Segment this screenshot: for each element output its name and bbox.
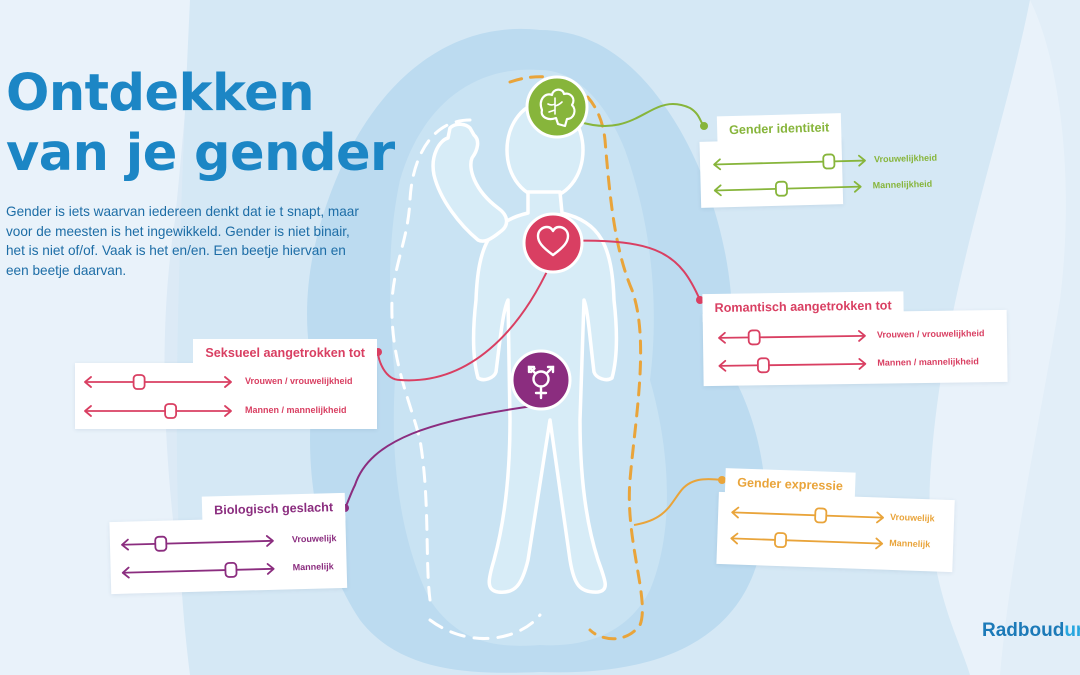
slider-track bbox=[121, 539, 273, 546]
slider-track bbox=[122, 567, 274, 574]
slider-knob[interactable] bbox=[756, 357, 770, 374]
card-title: Romantisch aangetrokken tot bbox=[702, 291, 904, 323]
slider-track bbox=[714, 159, 866, 166]
arrow-right-icon bbox=[858, 154, 866, 167]
slider[interactable] bbox=[717, 328, 867, 346]
slider-knob[interactable] bbox=[164, 403, 177, 419]
slider-label: Vrouwelijk bbox=[291, 533, 337, 545]
connector-seksueel bbox=[377, 264, 551, 382]
connector-dot-romantisch bbox=[696, 296, 704, 304]
slider-knob[interactable] bbox=[774, 180, 788, 197]
arrow-left-icon bbox=[718, 331, 726, 344]
page-title: Ontdekken van je gender bbox=[6, 64, 395, 184]
card-title: Gender identiteit bbox=[716, 113, 842, 145]
slider-track bbox=[718, 334, 865, 339]
slider-track bbox=[732, 511, 884, 519]
slider-knob[interactable] bbox=[774, 532, 788, 549]
page-title-line-1: Ontdekken bbox=[6, 64, 314, 123]
arrow-right-icon bbox=[858, 330, 866, 342]
slider[interactable] bbox=[120, 533, 275, 553]
background-blob-right bbox=[1000, 0, 1080, 675]
arrow-left-icon bbox=[731, 506, 740, 519]
card-title: Seksueel aangetrokken tot bbox=[193, 339, 377, 367]
slider-knob[interactable] bbox=[822, 153, 836, 170]
slider-knob[interactable] bbox=[224, 561, 238, 578]
connector-expressie bbox=[633, 478, 723, 526]
connector-gender-identiteit bbox=[579, 103, 705, 127]
slider-label: Vrouwelijk bbox=[889, 511, 935, 524]
arrow-right-icon bbox=[266, 563, 275, 575]
slider[interactable] bbox=[730, 504, 885, 525]
intro-text: Gender is iets waarvan iedereen denkt da… bbox=[6, 204, 359, 278]
slider-label: Mannelijk bbox=[292, 561, 334, 573]
slider[interactable] bbox=[83, 374, 233, 390]
logo-suffix: um bbox=[1064, 620, 1080, 641]
slider-label: Mannelijkheid bbox=[872, 178, 933, 191]
slider-label: Mannen / mannelijkheid bbox=[877, 356, 979, 368]
arrow-left-icon bbox=[84, 405, 92, 417]
slider[interactable] bbox=[712, 152, 867, 172]
connector-biologisch bbox=[344, 404, 541, 509]
arrow-right-icon bbox=[853, 180, 862, 193]
slider[interactable] bbox=[83, 403, 233, 419]
arrow-left-icon bbox=[718, 359, 727, 372]
slider-knob[interactable] bbox=[132, 374, 146, 390]
transgender-symbol-icon bbox=[510, 349, 572, 411]
slider-label: Mannen / mannelijkheid bbox=[245, 405, 347, 415]
slider-label: Vrouwelijkheid bbox=[873, 152, 938, 165]
brain-icon bbox=[525, 75, 589, 139]
arrow-right-icon bbox=[224, 376, 232, 388]
card-gender-expressie: Gender expressie Vrouwelijk Mannelijk bbox=[716, 468, 955, 573]
arrow-left-icon bbox=[121, 538, 130, 551]
heart-icon bbox=[522, 212, 584, 274]
card-title: Biologisch geslacht bbox=[201, 492, 346, 525]
logo-main: Radboud bbox=[982, 620, 1065, 641]
radboudumc-logo: Radboudum bbox=[982, 620, 1080, 642]
dashed-outline-left bbox=[390, 118, 472, 602]
arrow-right-icon bbox=[875, 537, 884, 550]
arrow-right-icon bbox=[876, 511, 885, 524]
arrow-left-icon bbox=[84, 376, 92, 388]
card-title: Gender expressie bbox=[724, 468, 856, 501]
connector-dot-expressie bbox=[718, 476, 726, 484]
dashed-outline-bottom bbox=[428, 613, 542, 640]
arrow-right-icon bbox=[858, 358, 867, 370]
card-biologisch-geslacht: Biologisch geslacht Vrouwelijk Mannelijk bbox=[109, 492, 348, 595]
page-title-line-2: van je gender bbox=[6, 124, 395, 183]
card-gender-identiteit: Gender identiteit Vrouwelijkheid Manneli… bbox=[699, 113, 937, 208]
card-romantisch-aangetrokken-tot: Romantisch aangetrokken tot Vrouwen / vr… bbox=[702, 290, 1008, 387]
slider[interactable] bbox=[717, 356, 867, 374]
slider-knob[interactable] bbox=[814, 507, 828, 524]
arrow-left-icon bbox=[121, 566, 130, 579]
arrow-left-icon bbox=[713, 158, 722, 171]
slider-label: Mannelijk bbox=[889, 537, 931, 550]
card-seksueel-aangetrokken-tot: Seksueel aangetrokken tot Vrouwen / vrou… bbox=[75, 339, 377, 429]
slider-track bbox=[731, 537, 883, 545]
slider-label: Vrouwen / vrouwelijkheid bbox=[876, 328, 985, 340]
slider-knob[interactable] bbox=[747, 329, 761, 346]
arrow-left-icon bbox=[713, 184, 722, 197]
slider[interactable] bbox=[121, 561, 276, 581]
dashed-outline-right bbox=[508, 75, 644, 641]
connector-romantisch bbox=[564, 239, 701, 301]
slider[interactable] bbox=[713, 179, 863, 199]
arrow-left-icon bbox=[730, 532, 739, 545]
arrow-right-icon bbox=[224, 405, 232, 417]
slider[interactable] bbox=[729, 530, 884, 551]
slider-label: Vrouwen / vrouwelijkheid bbox=[245, 376, 353, 386]
arrow-right-icon bbox=[265, 535, 274, 547]
slider-track bbox=[719, 362, 866, 367]
connector-dot-gender-identiteit bbox=[700, 122, 708, 130]
slider-knob[interactable] bbox=[154, 535, 168, 552]
